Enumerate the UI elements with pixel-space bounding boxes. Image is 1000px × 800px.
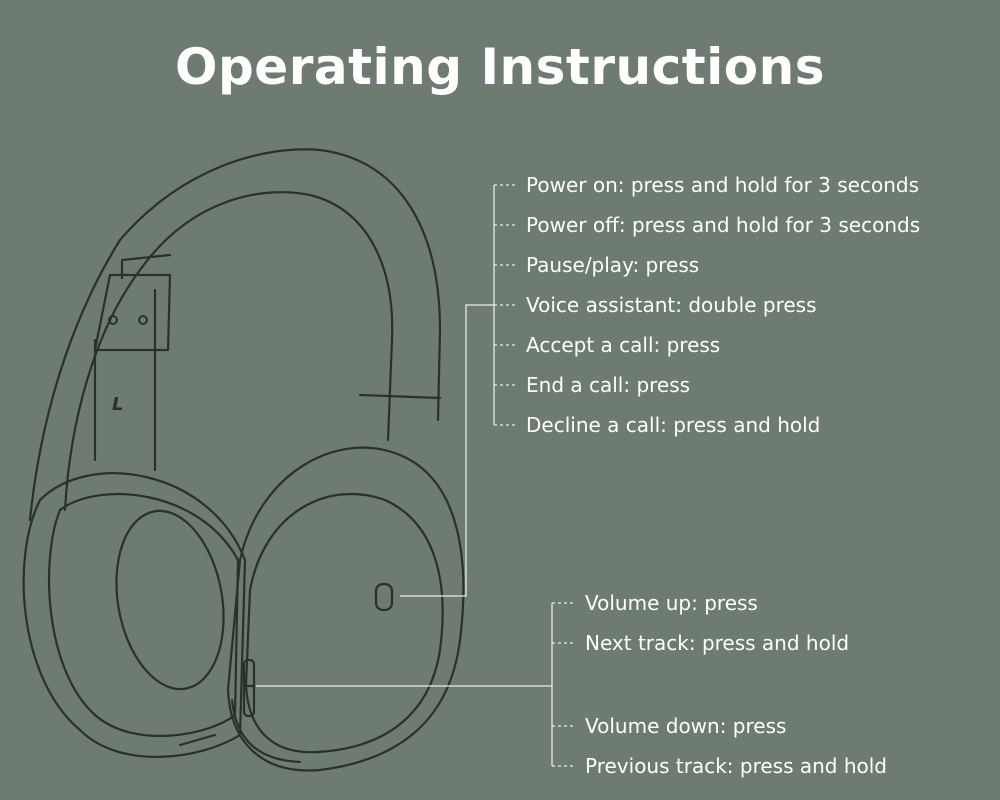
slider-block: [93, 273, 172, 352]
instruction-decline-call: Decline a call: press and hold: [526, 413, 821, 437]
right-earcup: [226, 446, 465, 772]
instruction-power-on: Power on: press and hold for 3 seconds: [526, 173, 920, 197]
instruction-previous-track: Previous track: press and hold: [585, 754, 888, 778]
page-title: Operating Instructions: [175, 38, 825, 96]
left-earcup: [22, 472, 247, 758]
headband-outer: [28, 148, 442, 522]
left-cushion-inner: [115, 509, 225, 691]
volume-buttons-shape: [242, 658, 256, 718]
instruction-pause-play: Pause/play: press: [526, 253, 700, 277]
instruction-end-call: End a call: press: [526, 373, 691, 397]
instruction-volume-down: Volume down: press: [585, 714, 787, 738]
instruction-voice-assistant: Voice assistant: double press: [526, 293, 817, 317]
instruction-accept-call: Accept a call: press: [526, 333, 721, 357]
instruction-volume-up: Volume up: press: [585, 591, 758, 615]
left-cushion: [48, 493, 240, 738]
headband-inner: [63, 191, 394, 512]
power-button-shape: [374, 582, 394, 612]
instruction-next-track: Next track: press and hold: [585, 631, 850, 655]
instruction-power-off: Power off: press and hold for 3 seconds: [526, 213, 921, 237]
headband-l-mark: L: [112, 394, 123, 415]
power-leader: [400, 304, 494, 597]
